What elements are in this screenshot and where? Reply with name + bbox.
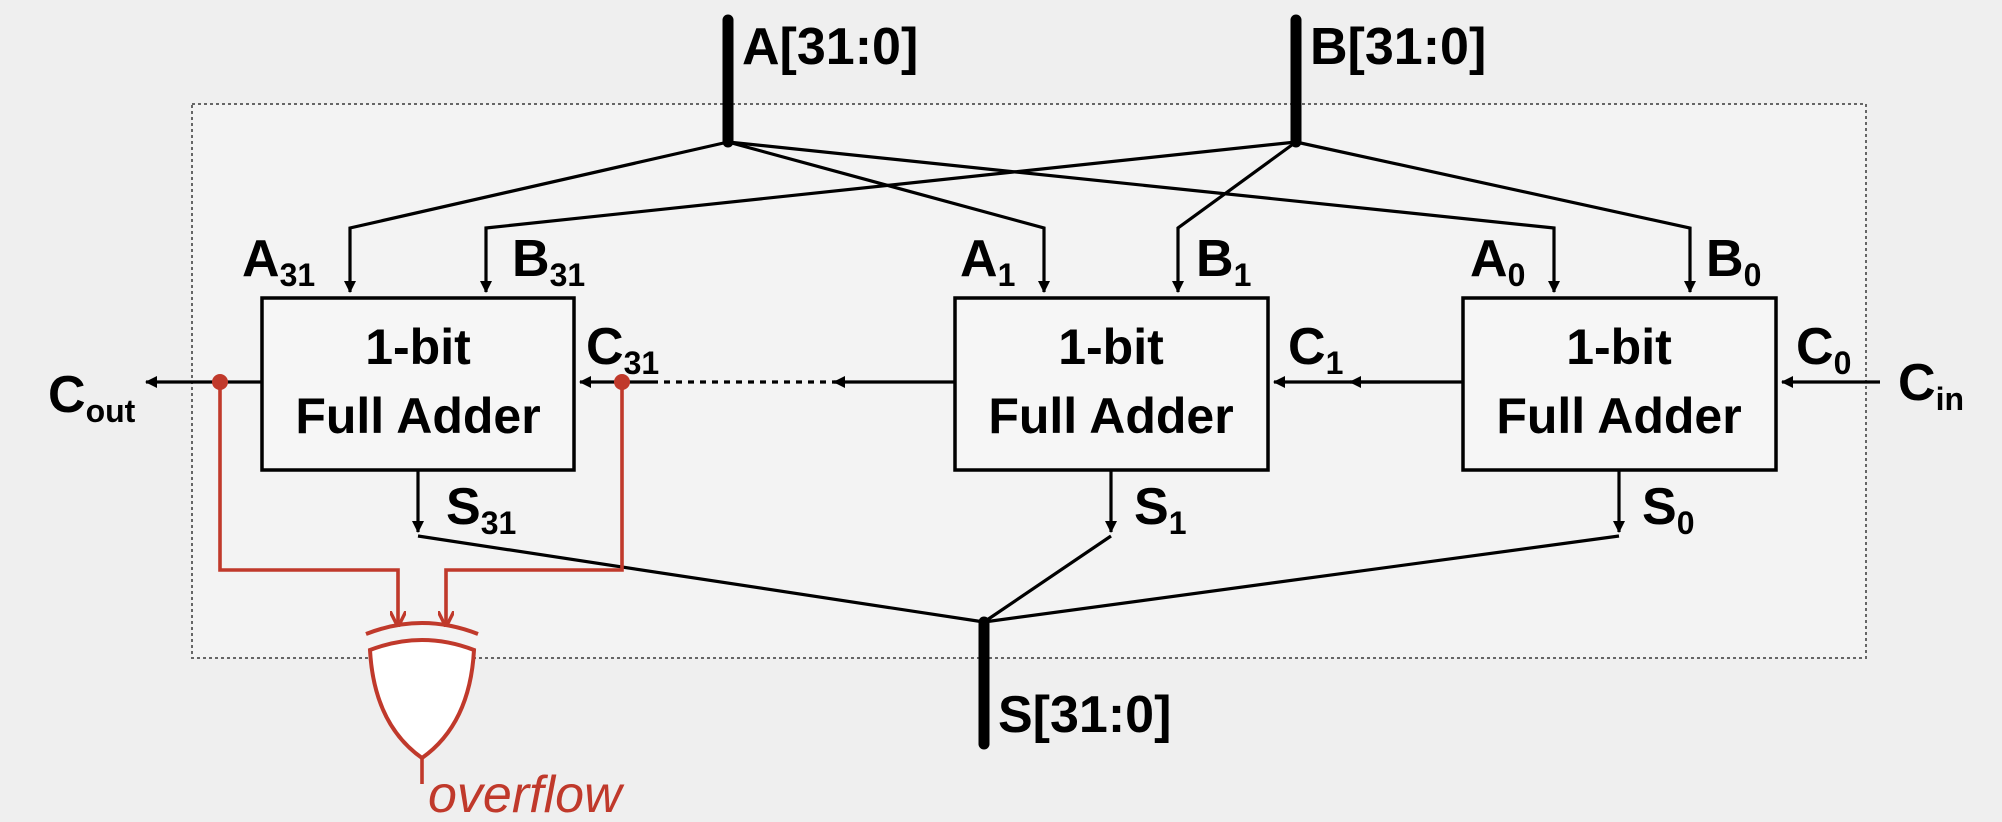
adder-31-line2: Full Adder (295, 388, 540, 444)
wire-b31 (480, 140, 1297, 293)
bus-s-label: S[31:0] (998, 686, 1171, 744)
adder-31-line1: 1-bit (365, 319, 471, 375)
label-s0: S0 (1642, 478, 1694, 541)
full-adder-0: 1-bit Full Adder (1461, 296, 1778, 472)
label-s1: S1 (1134, 478, 1186, 541)
label-c31: C31 (586, 318, 659, 381)
wire-b1 (1172, 140, 1297, 293)
label-a1: A1 (960, 230, 1015, 293)
overflow-logic: overflow (212, 374, 630, 822)
wire-s31-merge (417, 534, 985, 624)
adder-1-line2: Full Adder (988, 388, 1233, 444)
adder-1-line1: 1-bit (1058, 319, 1164, 375)
overflow-wire-c31 (446, 382, 624, 626)
label-cin: Cin (1898, 354, 1964, 417)
label-a0: A0 (1470, 230, 1525, 293)
label-b31: B31 (512, 230, 585, 293)
overflow-label: overflow (428, 766, 625, 822)
label-c1: C1 (1288, 318, 1343, 381)
label-c0: C0 (1796, 318, 1851, 381)
full-adder-1: 1-bit Full Adder (953, 296, 1270, 472)
overflow-wire-cout (218, 382, 398, 626)
wire-s0-merge (983, 534, 1620, 624)
label-b1: B1 (1196, 230, 1251, 293)
adder-0-line1: 1-bit (1566, 319, 1672, 375)
label-s31: S31 (446, 478, 516, 541)
adder-0-line2: Full Adder (1496, 388, 1741, 444)
xor-gate (365, 621, 479, 761)
label-a31: A31 (242, 230, 315, 293)
wire-a0 (727, 140, 1560, 293)
wire-a1 (727, 140, 1050, 293)
label-cout: Cout (48, 366, 136, 429)
bus-a-label: A[31:0] (742, 18, 918, 76)
bus-b-label: B[31:0] (1310, 18, 1486, 76)
wire-a31 (344, 140, 729, 293)
full-adder-31: 1-bit Full Adder (260, 296, 576, 472)
label-b0: B0 (1706, 230, 1761, 293)
wire-b0 (1295, 140, 1696, 293)
wire-s1-merge (983, 534, 1112, 624)
